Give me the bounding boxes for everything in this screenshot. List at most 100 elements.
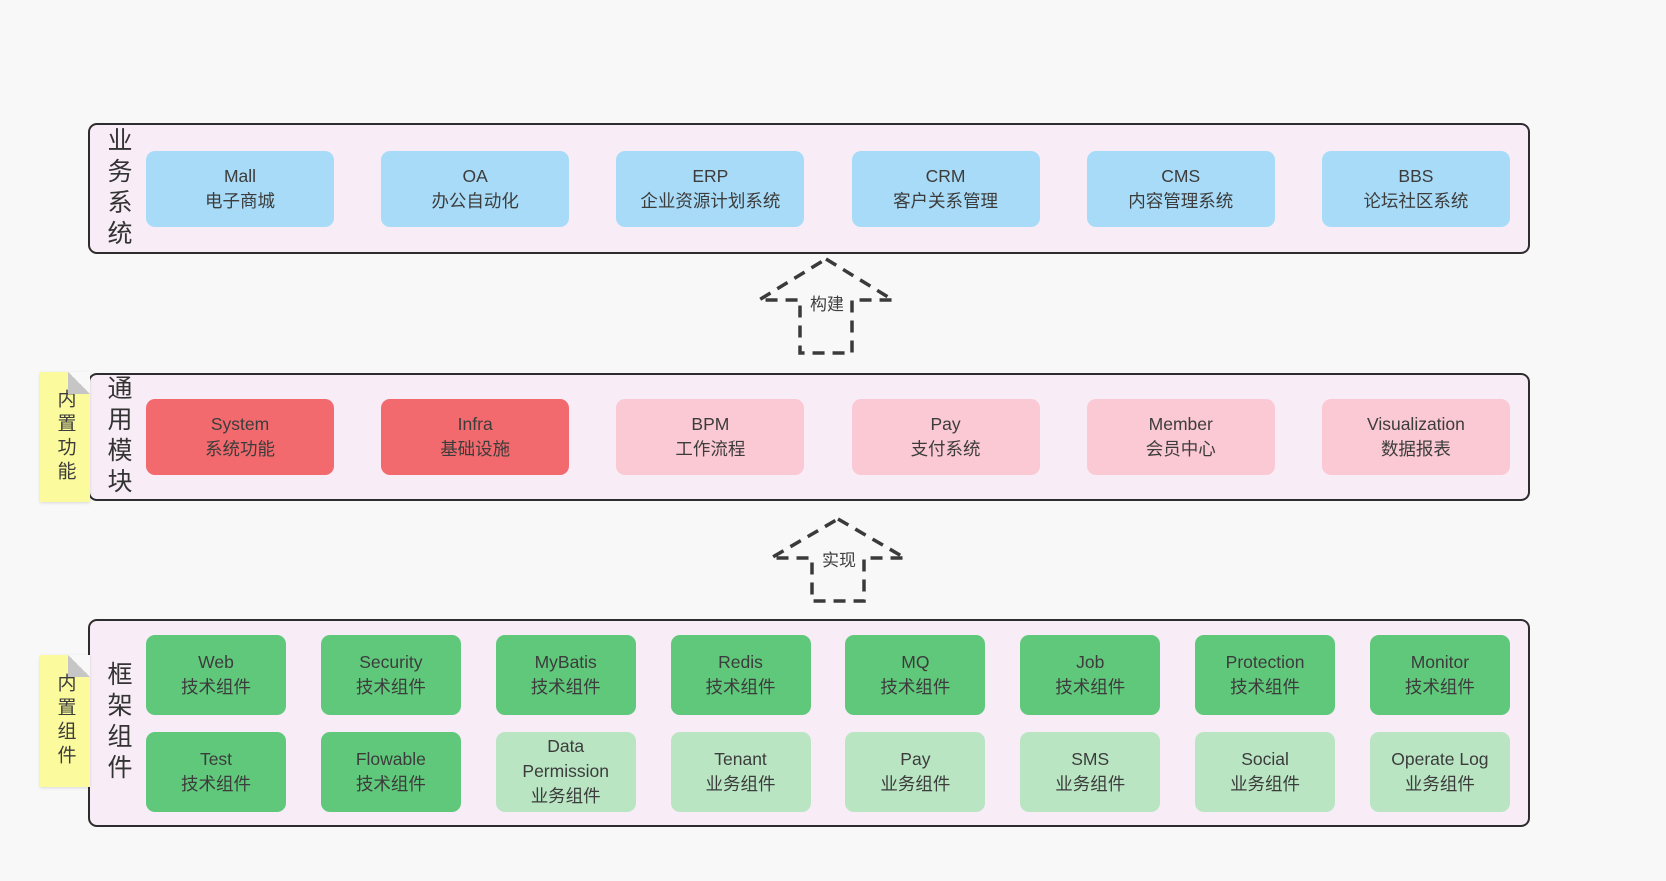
box-title: CMS [1161,165,1201,186]
component-box-web: Web 技术组件 [146,634,286,715]
system-box-erp: ERP 企业资源计划系统 [616,150,805,227]
box-title: Test [199,748,233,769]
box-subtitle: 技术组件 [355,676,426,697]
box-title: Protection [1225,651,1305,672]
component-box-tenant: Tenant 业务组件 [670,731,811,812]
implement-arrow: 实现 [769,516,909,604]
module-box-bpm: BPM 工作流程 [616,399,805,475]
component-row-1: Web 技术组件 Security 技术组件 MyBatis 技术组件 Redi… [146,634,1510,715]
box-subtitle: 技术组件 [1404,676,1475,697]
component-box-pay: Pay 业务组件 [845,731,986,812]
box-title: Monitor [1410,651,1470,672]
box-subtitle: 技术组件 [705,676,776,697]
box-title: Security [359,651,423,672]
component-box-social: Social 业务组件 [1195,731,1336,812]
system-box-oa: OA 办公自动化 [381,150,570,227]
box-subtitle: 技术组件 [181,773,251,794]
box-title: Visualization [1366,414,1465,434]
band-business-systems: 业务系统 Mall 电子商城 OA 办公自动化 ERP 企业资源计划系统 CRM… [88,123,1530,254]
box-subtitle: 技术组件 [181,676,251,697]
box-title: Pay [900,748,931,769]
box-title: Flowable [355,748,426,769]
box-subtitle: 技术组件 [530,676,601,697]
box-subtitle: 技术组件 [880,676,951,697]
box-subtitle: 业务组件 [530,786,601,806]
build-arrow: 构建 [757,256,897,356]
component-box-security: Security 技术组件 [320,634,461,715]
box-subtitle: 技术组件 [355,773,426,794]
component-box-job: Job 技术组件 [1020,634,1161,715]
box-title: Infra [457,414,493,434]
component-box-protection: Protection 技术组件 [1195,634,1336,715]
box-subtitle: 技术组件 [1055,676,1126,697]
box-title: Redis [718,651,763,672]
box-subtitle: 技术组件 [1230,676,1301,697]
box-subtitle: 会员中心 [1145,439,1216,459]
component-box-sms: SMS 业务组件 [1020,731,1161,812]
box-subtitle: 论坛社区系统 [1363,190,1469,211]
arrow-label-implement: 实现 [819,546,859,571]
box-title: Member [1148,414,1213,434]
band-label-modules: 通用模块 [104,375,132,499]
box-title: OA [462,165,488,186]
business-boxes: Mall 电子商城 OA 办公自动化 ERP 企业资源计划系统 CRM 客户关系… [146,150,1528,227]
sticky-text: 内置功能 [54,389,76,485]
box-title: Job [1076,651,1105,672]
system-box-bbs: BBS 论坛社区系统 [1321,150,1510,227]
component-box-operate-log: Operate Log 业务组件 [1369,731,1510,812]
module-box-member: Member 会员中心 [1086,399,1275,475]
component-rows: Web 技术组件 Security 技术组件 MyBatis 技术组件 Redi… [146,634,1528,812]
box-subtitle: 支付系统 [910,439,981,459]
box-subtitle: 基础设施 [440,439,511,459]
component-box-mybatis: MyBatis 技术组件 [495,634,636,715]
dashed-up-arrow-icon [757,256,897,355]
box-subtitle: 业务组件 [1230,773,1301,794]
band-label-components: 框架组件 [104,661,132,785]
box-title: Data Permission [522,736,609,781]
sticky-text: 内置组件 [54,673,76,769]
component-box-mq: MQ 技术组件 [845,634,986,715]
box-subtitle: 客户关系管理 [893,190,999,211]
box-title: ERP [692,165,729,186]
box-subtitle: 企业资源计划系统 [640,190,781,211]
box-subtitle: 电子商城 [205,190,275,211]
box-subtitle: 内容管理系统 [1128,190,1234,211]
component-box-redis: Redis 技术组件 [670,634,811,715]
band-label-business: 业务系统 [104,126,132,251]
box-title: Tenant [714,748,767,769]
module-box-visualization: Visualization 数据报表 [1321,399,1510,475]
box-subtitle: 业务组件 [1055,773,1126,794]
module-box-pay: Pay 支付系统 [851,399,1040,475]
box-subtitle: 工作流程 [675,439,746,459]
box-title: BBS [1398,165,1434,186]
component-box-data-permission: Data Permission 业务组件 [495,731,636,812]
module-boxes: System 系统功能 Infra 基础设施 BPM 工作流程 Pay 支付系统… [146,399,1528,475]
box-subtitle: 数据报表 [1380,439,1451,459]
module-box-infra: Infra 基础设施 [381,399,570,475]
box-title: Pay [930,414,961,434]
box-title: SMS [1071,748,1110,769]
component-box-monitor: Monitor 技术组件 [1369,634,1510,715]
arrow-label-build: 构建 [807,290,847,315]
box-subtitle: 办公自动化 [431,190,519,211]
box-title: Operate Log [1391,748,1489,769]
sticky-note-builtin-functions: 内置功能 [40,372,90,502]
box-title: Mall [223,165,257,186]
system-box-mall: Mall 电子商城 [146,150,334,227]
system-box-cms: CMS 内容管理系统 [1086,150,1275,227]
box-title: System [210,414,270,434]
folded-corner-icon [68,372,90,394]
sticky-note-builtin-components: 内置组件 [40,655,90,787]
box-subtitle: 业务组件 [880,773,951,794]
band-framework-components: 框架组件 Web 技术组件 Security 技术组件 MyBatis 技术组件… [88,619,1530,827]
dashed-up-arrow-icon [769,516,909,603]
box-title: Social [1241,748,1289,769]
module-box-system: System 系统功能 [146,399,334,475]
system-box-crm: CRM 客户关系管理 [851,150,1040,227]
box-title: Web [198,651,234,672]
box-title: BPM [691,414,730,434]
box-subtitle: 系统功能 [205,439,275,459]
box-title: MQ [901,651,930,672]
component-row-2: Test 技术组件 Flowable 技术组件 Data Permission … [146,731,1510,812]
